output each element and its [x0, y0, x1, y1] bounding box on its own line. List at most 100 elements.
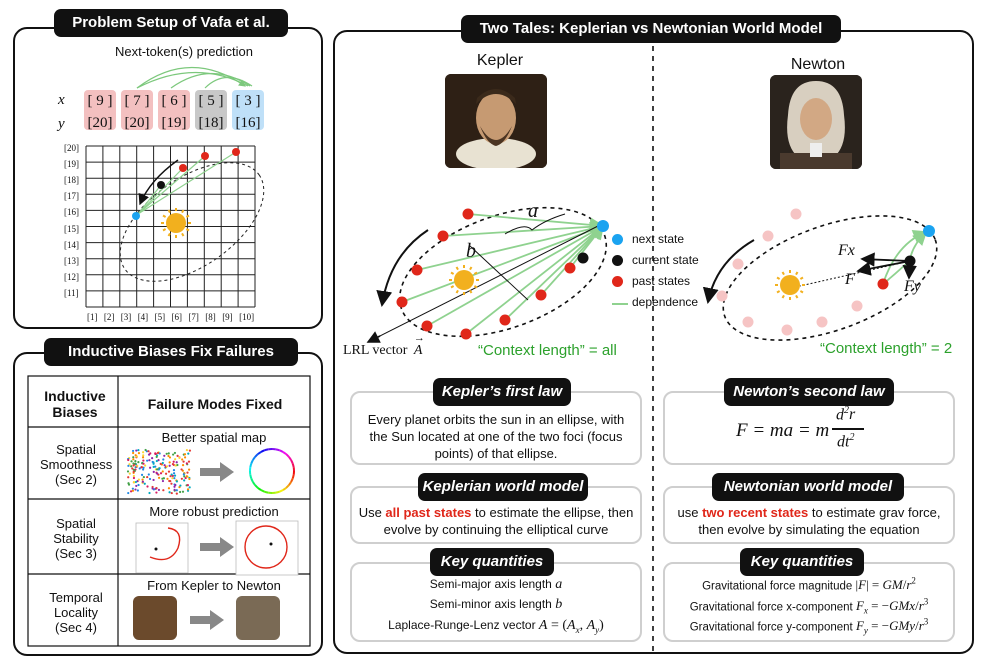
- newton-quantities-title: Key quantities: [740, 548, 864, 576]
- scatter-point: [175, 492, 178, 495]
- grid-y-tick: [17]: [64, 191, 79, 202]
- grid-y-tick: [14]: [64, 239, 79, 250]
- scatter-point: [137, 478, 140, 481]
- scatter-point: [162, 458, 165, 461]
- token-x-value: [ 3 ]: [235, 93, 261, 109]
- grid-state-dot: [232, 148, 240, 156]
- scatter-point: [134, 462, 137, 465]
- scatter-point: [134, 488, 137, 491]
- scatter-point: [148, 477, 152, 481]
- scatter-point: [175, 489, 178, 492]
- scatter-point: [176, 463, 179, 467]
- grid-x-tick: [2]: [103, 312, 115, 322]
- token-background: [84, 90, 116, 130]
- kepler-quantity-lrl: Laplace-Runge-Lenz vector A = (Ax, Ay): [388, 618, 604, 635]
- scatter-point: [168, 479, 171, 483]
- scatter-point: [158, 452, 161, 455]
- scatter-point: [126, 470, 130, 473]
- scatter-point: [183, 475, 186, 478]
- grid-x-tick: [8]: [205, 312, 216, 322]
- scatter-point: [174, 458, 177, 461]
- scatter-point: [185, 462, 188, 465]
- scatter-point: [168, 456, 172, 459]
- scatter-point: [146, 475, 149, 479]
- grid-y-tick: [15]: [64, 223, 79, 234]
- lrl-symbol: A: [413, 343, 423, 358]
- scatter-point: [132, 451, 135, 455]
- scatter-point: [173, 474, 177, 477]
- scatter-point: [132, 458, 135, 461]
- grid-x-tick: [6]: [171, 312, 183, 322]
- scatter-point: [168, 461, 171, 464]
- scatter-point: [179, 484, 182, 487]
- newton-portrait: [770, 75, 862, 169]
- scatter-point: [172, 472, 176, 475]
- scatter-point: [148, 459, 151, 462]
- kepler-thumbnail: [133, 596, 177, 640]
- scatter-point: [188, 486, 191, 489]
- scatter-point: [134, 480, 137, 484]
- past-state-dot: [396, 296, 408, 308]
- past-state-dot: [460, 328, 472, 340]
- scatter-point: [185, 475, 188, 478]
- scatter-point: [127, 476, 130, 479]
- legend-marker: [612, 255, 623, 266]
- scatter-point: [155, 468, 159, 471]
- next-state-dot: [923, 225, 935, 237]
- grid-y-tick: [12]: [64, 271, 79, 282]
- scatter-point: [188, 477, 191, 481]
- scatter-point: [162, 489, 165, 492]
- newton-quantity-magnitude: Gravitational force magnitude |F| = GM/r…: [702, 576, 916, 593]
- scatter-point: [127, 464, 130, 467]
- scatter-point: [176, 454, 179, 458]
- newtonian-highlight: two recent states: [702, 505, 809, 520]
- newton-heading: Newton: [790, 56, 846, 73]
- lrl-vector-text: LRL vector: [343, 343, 408, 358]
- token-y-value: [19]: [161, 115, 187, 131]
- scatter-point: [162, 477, 166, 480]
- legend-marker: [612, 303, 628, 305]
- scatter-point: [171, 477, 174, 480]
- scatter-point: [142, 454, 145, 457]
- grid-x-tick: [3]: [120, 312, 132, 322]
- scatter-point: [131, 467, 134, 470]
- arrow-icon: [200, 543, 220, 551]
- kepler-context-length: “Context length” = all: [478, 342, 617, 359]
- scatter-point: [156, 451, 160, 455]
- scatter-point: [151, 460, 154, 464]
- biases-col1-header: Inductive Biases: [44, 388, 106, 420]
- scatter-point: [173, 485, 176, 488]
- grid-x-tick: [5]: [154, 312, 166, 322]
- scatter-point: [130, 465, 133, 468]
- scatter-point: [132, 481, 136, 484]
- past-state-dot: [462, 208, 474, 220]
- scatter-point: [140, 473, 144, 476]
- scatter-point: [161, 461, 164, 465]
- scatter-point: [137, 449, 140, 452]
- sun-icon: [454, 270, 474, 290]
- scatter-point: [136, 480, 139, 483]
- scatter-point: [155, 486, 158, 490]
- scatter-point: [151, 487, 154, 490]
- scatter-point: [134, 454, 137, 457]
- scatter-point: [173, 477, 176, 480]
- faded-past-state-dot: [716, 290, 728, 302]
- caption-kepler-to-newton: From Kepler to Newton: [147, 578, 281, 593]
- scatter-point: [184, 476, 187, 480]
- scatter-point: [173, 451, 177, 455]
- scatter-point: [141, 480, 144, 483]
- current-state-dot: [904, 255, 916, 267]
- scatter-point: [178, 456, 181, 459]
- scatter-point: [183, 479, 186, 482]
- token-x-value: [ 7 ]: [124, 93, 150, 109]
- legend-label: next state: [632, 232, 685, 246]
- scatter-point: [135, 484, 138, 488]
- scatter-point: [185, 448, 188, 452]
- scatter-point: [141, 478, 144, 481]
- keplerian-highlight: all past states: [385, 505, 472, 520]
- scatter-point: [149, 466, 152, 469]
- scatter-point: [168, 491, 171, 494]
- token-y-value: [18]: [198, 115, 224, 131]
